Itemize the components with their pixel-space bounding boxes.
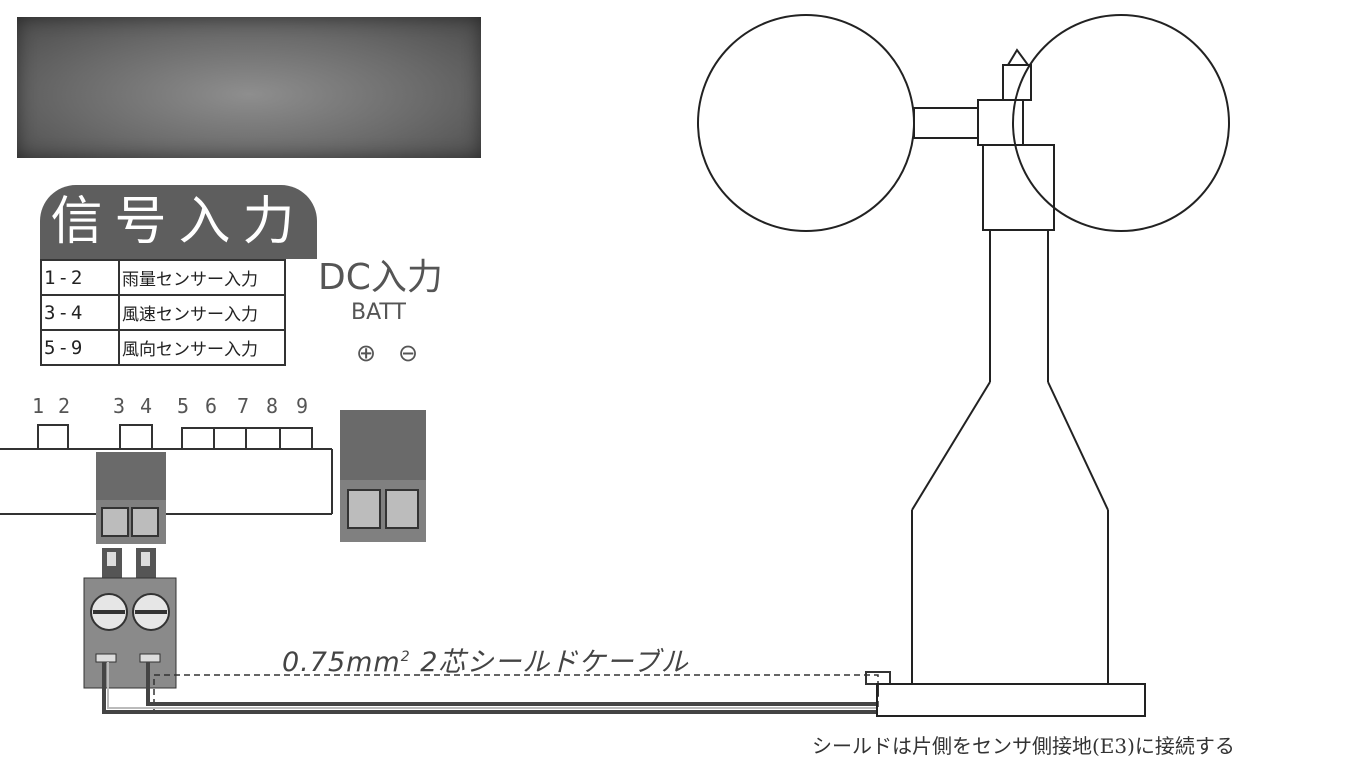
cable-label-suffix: 2芯シールドケーブル <box>410 647 689 678</box>
shield-note: シールドは片側をセンサ側接地(E3)に接続する <box>812 734 1235 758</box>
signal-desc: 雨量センサー入力 <box>118 259 286 296</box>
signal-desc: 風速センサー入力 <box>118 294 286 331</box>
signal-input-title: 信号入力 <box>40 185 317 259</box>
terminal-connector-3-4 <box>83 452 177 689</box>
cable-label-prefix: 0.75mm <box>282 647 401 678</box>
signal-desc: 風向センサー入力 <box>118 329 286 366</box>
terminal-number: 2 <box>58 394 71 418</box>
signal-row: 3-4 風速センサー入力 <box>40 294 286 331</box>
batt-label: BATT <box>351 300 406 325</box>
signal-row: 1-2 雨量センサー入力 <box>40 259 286 296</box>
terminal-number: 1 <box>32 394 45 418</box>
signal-input-table: 1-2 雨量センサー入力 3-4 風速センサー入力 5-9 風向センサー入力 <box>40 259 286 366</box>
cable-label-sup: 2 <box>400 649 411 665</box>
terminal-number: 4 <box>140 394 153 418</box>
signal-pins: 3-4 <box>40 294 120 331</box>
dc-input-title: DC入力 <box>318 257 443 298</box>
display-window <box>17 17 481 158</box>
signal-row: 5-9 風向センサー入力 <box>40 329 286 366</box>
terminal-tabs <box>37 424 313 450</box>
cable-label: 0.75mm2 2芯シールドケーブル <box>282 640 689 679</box>
signal-pins: 5-9 <box>40 329 120 366</box>
terminal-number: 8 <box>266 394 279 418</box>
terminal-number: 6 <box>205 394 218 418</box>
plus-icon: ⊕ <box>356 339 377 367</box>
anemometer <box>697 14 1230 717</box>
terminal-number: 3 <box>113 394 126 418</box>
terminal-number: 5 <box>177 394 190 418</box>
dc-connector <box>340 410 426 542</box>
terminal-number: 7 <box>237 394 250 418</box>
minus-icon: ⊖ <box>398 339 419 367</box>
signal-pins: 1-2 <box>40 259 120 296</box>
terminal-number: 9 <box>296 394 309 418</box>
